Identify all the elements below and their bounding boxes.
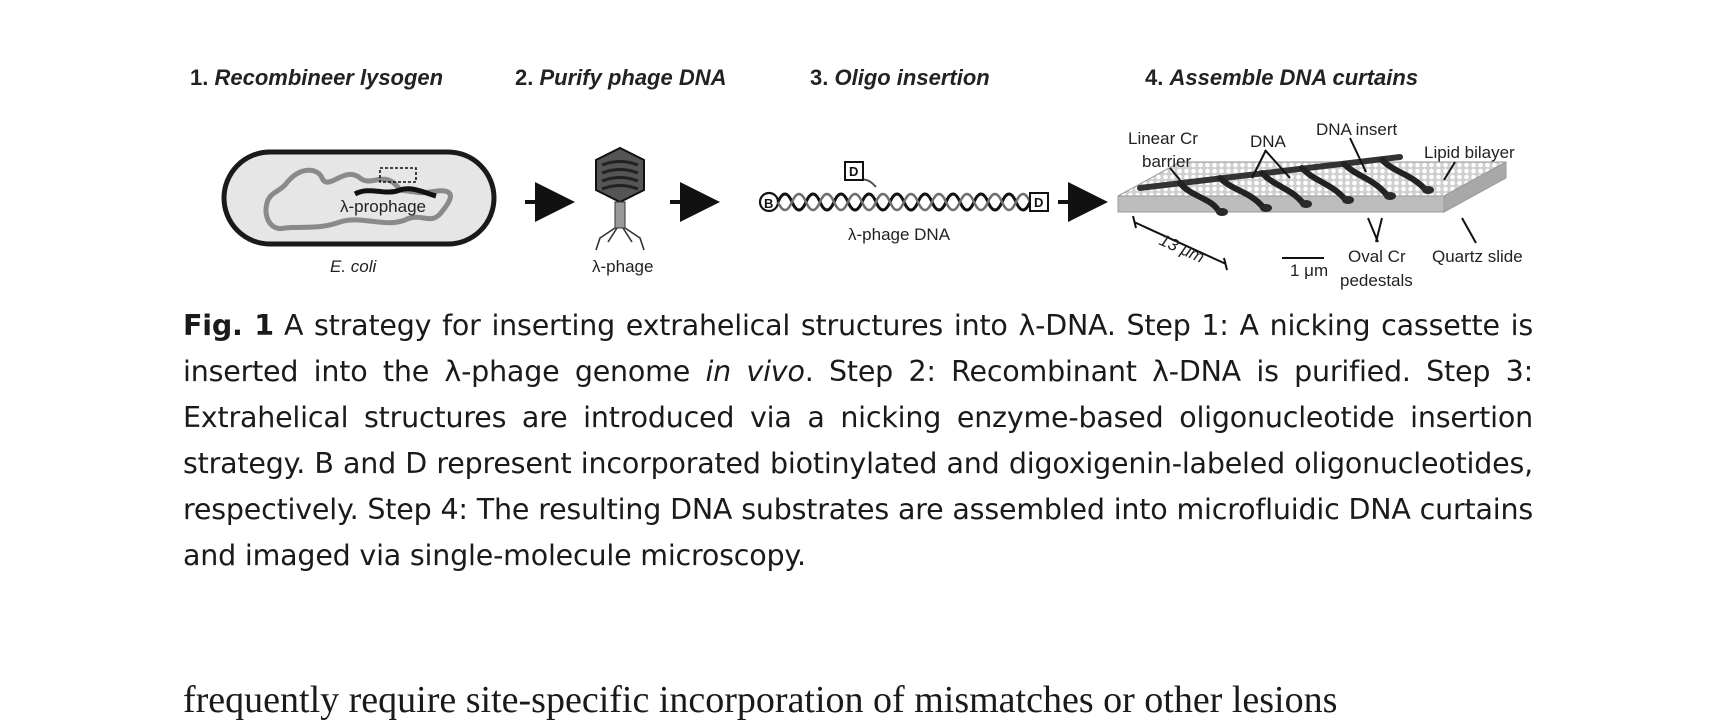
- lipid-bilayer-label: Lipid bilayer: [1424, 143, 1515, 162]
- scale-13um: 13 μm: [1132, 215, 1228, 271]
- body-paragraph: frequently require site-specific incorpo…: [183, 679, 1338, 721]
- prophage-label: λ-prophage: [340, 197, 426, 216]
- phage-dna-label: λ-phage DNA: [848, 225, 951, 244]
- linear-barrier-label-1: Linear Cr: [1128, 129, 1198, 148]
- dna-curtains-illustration: Linear Cr barrier DNA DNA insert Lipid b…: [1117, 120, 1523, 290]
- oval-pedestals-label-2: pedestals: [1340, 271, 1413, 290]
- step-4-title: 4. Assemble DNA curtains: [1145, 65, 1418, 90]
- dig-tag-right-label: D: [1034, 195, 1043, 210]
- caption-text-italic: in vivo: [705, 355, 805, 388]
- phage-illustration: λ-phage: [592, 146, 653, 276]
- figure-number: Fig. 1: [183, 309, 274, 342]
- ecoli-label: E. coli: [330, 257, 378, 276]
- svg-text:1 μm: 1 μm: [1290, 261, 1328, 280]
- phage-label: λ-phage: [592, 257, 653, 276]
- caption-text-1: A strategy for inserting extrahelical st…: [183, 309, 1533, 388]
- dna-label: DNA: [1250, 132, 1287, 151]
- step-3-title: 3. Oligo insertion: [810, 65, 990, 90]
- step-2-title: 2. Purify phage DNA: [515, 65, 727, 90]
- scale-1um: 1 μm: [1282, 257, 1328, 280]
- figure-panel: 1. Recombineer lysogen 2. Purify phage D…: [0, 0, 1720, 300]
- step-1-title: 1. Recombineer lysogen: [190, 65, 443, 90]
- svg-text:13 μm: 13 μm: [1156, 230, 1207, 267]
- oval-pedestals-label-1: Oval Cr: [1348, 247, 1406, 266]
- ecoli-cell-illustration: λ-prophage E. coli: [221, 149, 497, 276]
- phage-dna-illustration: B D D λ-phage DNA: [758, 161, 1049, 244]
- dig-tag-insert-label: D: [849, 164, 858, 179]
- linear-barrier-label-2: barrier: [1142, 152, 1191, 171]
- quartz-slide-label: Quartz slide: [1432, 247, 1523, 266]
- dna-insert-label: DNA insert: [1316, 120, 1398, 139]
- caption-text-2: . Step 2: Recombinant λ-DNA is purified.…: [183, 355, 1533, 572]
- biotin-tag-label: B: [764, 196, 773, 211]
